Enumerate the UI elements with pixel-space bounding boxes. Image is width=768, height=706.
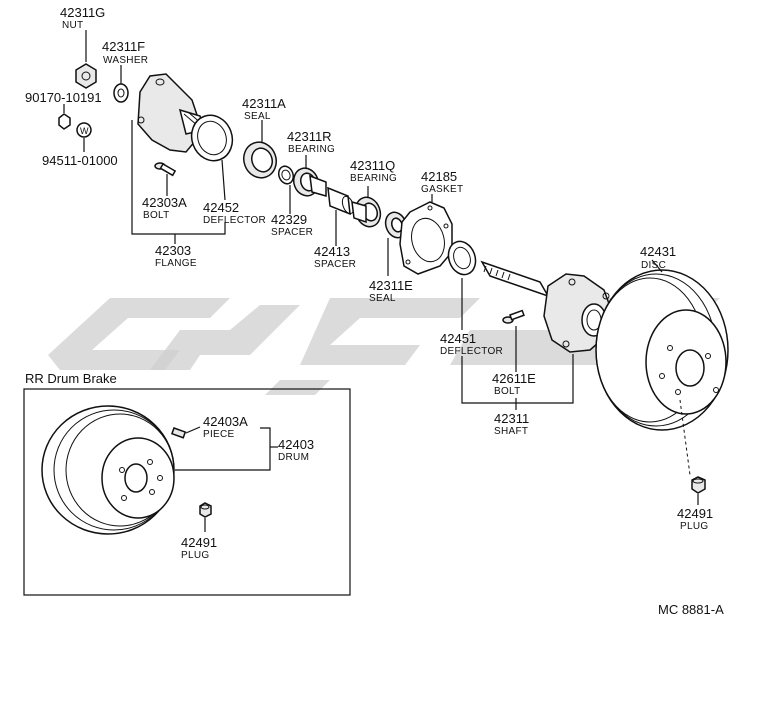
part-number-seal-42311e: 42311E [369,278,413,293]
shaft-bracket [461,354,574,404]
bolt-42611e [502,309,525,372]
drum-bracket [175,427,271,471]
washer-symbol: W [80,126,89,136]
washer-42311f [113,65,129,103]
part-name-flange: FLANGE [155,258,197,269]
part-number-bearing-42311q: 42311Q [350,158,395,173]
deflector-42452 [190,114,234,201]
part-number-deflector-42452: 42452 [203,200,239,215]
part-name-plug-drum: PLUG [181,550,209,561]
w-washer-94511: W [76,122,92,152]
part-name-bolt-42303a: BOLT [143,210,170,221]
part-name-plug-disc: PLUG [680,521,708,532]
nut-42311g [75,30,97,89]
part-name-bearing-42311r: BEARING [288,144,335,155]
spacer-42329 [277,165,295,214]
part-number-shaft: 42311 [494,411,529,426]
part-number-spacer-42329: 42329 [271,212,307,227]
part-name-bearing-42311q: BEARING [350,173,397,184]
shaft-42311 [480,260,613,353]
part-number-bolt-42611e: 42611E [492,371,536,386]
bolt-42303a [154,162,177,196]
flange-42303 [137,73,205,153]
bearing-42311q [351,186,382,228]
part-name-shaft: SHAFT [494,426,528,437]
part-name-seal-42311e: SEAL [369,293,396,304]
part-name-washer: WASHER [103,55,148,66]
part-number-90170: 90170-10191 [25,90,102,105]
part-number-seal-42311a: 42311A [242,96,286,111]
part-number-drum: 42403 [278,437,314,452]
part-number-94511: 94511-01000 [42,153,118,168]
part-name-spacer-42413: SPACER [314,259,356,270]
flange-bracket [131,120,226,235]
drum-42403 [41,405,175,535]
piece-42403a [170,426,201,439]
part-number-flange: 42303 [155,243,191,258]
diagram-code: MC 8881-A [658,602,724,617]
part-name-bolt-42611e: BOLT [494,386,521,397]
part-number-bearing-42311r: 42311R [287,129,332,144]
part-name-deflector-42452: DEFLECTOR [203,215,266,226]
plug-42491-drum [199,502,212,532]
inset-frame [23,388,351,596]
part-number-washer: 42311F [102,39,145,54]
part-name-piece: PIECE [203,429,235,440]
part-name-disc: DISC [641,260,666,271]
part-number-piece: 42403A [203,414,248,429]
part-name-deflector-42451: DEFLECTOR [440,346,503,357]
part-number-plug-disc: 42491 [677,506,713,521]
seal-42311a [243,120,277,179]
part-number-nut: 42311G [60,5,105,20]
part-number-deflector-42451: 42451 [440,331,476,346]
small-nut-90170 [58,104,71,130]
part-name-seal-42311a: SEAL [244,111,271,122]
deflector-42451 [447,240,477,330]
part-number-plug-drum: 42491 [181,535,217,550]
part-name-gasket: GASKET [421,184,463,195]
part-number-spacer-42413: 42413 [314,244,350,259]
bearing-42311r [292,155,327,197]
part-number-bolt-42303a: 42303A [142,195,187,210]
plug-42491-disc [691,476,706,505]
part-name-drum: DRUM [278,452,309,463]
inset-title: RR Drum Brake [25,371,117,386]
spacer-42413 [327,186,355,246]
gasket-42185 [399,194,453,275]
part-number-gasket: 42185 [421,169,457,184]
part-number-disc: 42431 [640,244,676,259]
disc-42431 [595,259,729,476]
part-name-spacer-42329: SPACER [271,227,313,238]
part-name-nut: NUT [62,20,83,31]
